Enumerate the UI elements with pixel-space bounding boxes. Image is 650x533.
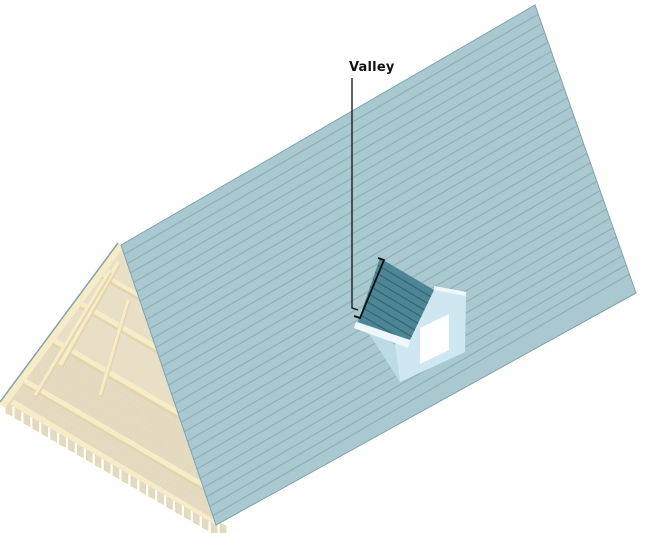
rafters xyxy=(9,261,216,525)
valley-bracket xyxy=(353,257,386,320)
dormer-side-wall xyxy=(358,322,400,382)
valley-leader-line xyxy=(351,78,359,311)
valley-callout xyxy=(351,78,386,320)
roof-outline xyxy=(120,4,637,526)
valley-label: Valley xyxy=(349,60,395,75)
gable-edge-rafter xyxy=(0,242,124,409)
dormer-eave xyxy=(354,322,410,348)
dormer-trim xyxy=(433,286,467,296)
gable-framing xyxy=(0,242,227,533)
dormer-window xyxy=(420,314,449,364)
